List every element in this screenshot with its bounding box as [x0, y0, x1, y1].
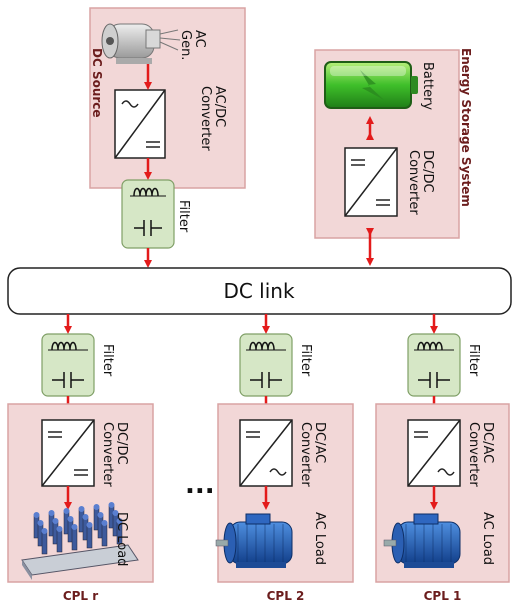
- gen-label-1: AC: [192, 30, 207, 48]
- dc-link-label: DC link: [223, 279, 295, 303]
- filter-block: [41, 333, 95, 397]
- ac-dc-converter-box: [114, 89, 166, 159]
- converter-box: [239, 419, 293, 487]
- ellipsis: ...: [185, 470, 215, 500]
- battery-label: Battery: [420, 62, 435, 110]
- ess-title: Energy Storage System: [459, 48, 473, 207]
- dc-load-icon: [21, 502, 139, 580]
- dc-link-bus: [7, 267, 512, 315]
- ac-generator-icon: [101, 23, 181, 64]
- gen-label-2: Gen.: [178, 30, 193, 60]
- load-label: DC Load: [114, 512, 129, 566]
- filter-label: Filter: [466, 344, 481, 377]
- converter-label-1: DC/AC: [312, 422, 327, 463]
- converter-label-2: Converter: [466, 422, 481, 487]
- acdc-label-2: Converter: [198, 86, 213, 151]
- acdc-label-1: AC/DC: [212, 86, 227, 127]
- converter-box: [41, 419, 95, 487]
- filter-block: [407, 333, 461, 397]
- load-label: AC Load: [312, 512, 327, 565]
- filter-label: Filter: [100, 344, 115, 377]
- load-label: AC Load: [480, 512, 495, 565]
- filter-label: Filter: [298, 344, 313, 377]
- cpl-label: CPL r: [63, 589, 98, 603]
- converter-label-2: Converter: [100, 422, 115, 487]
- dcdc-label-2: Converter: [406, 150, 421, 215]
- dc-dc-converter-box: [344, 147, 398, 217]
- converter-box: [407, 419, 461, 487]
- cpl-label: CPL 2: [267, 589, 305, 603]
- converter-label-1: DC/DC: [114, 422, 129, 465]
- filter-block: [239, 333, 293, 397]
- ac-motor-icon: [383, 513, 461, 568]
- dc-source-title: DC Source: [90, 48, 104, 118]
- filter-label: Filter: [176, 200, 191, 233]
- converter-label-2: Converter: [298, 422, 313, 487]
- cpl-label: CPL 1: [424, 589, 462, 603]
- battery-icon: [324, 61, 418, 109]
- ac-motor-icon: [215, 513, 293, 568]
- filter-block: [121, 179, 175, 249]
- converter-label-1: DC/AC: [480, 422, 495, 463]
- dcdc-label-1: DC/DC: [420, 150, 435, 193]
